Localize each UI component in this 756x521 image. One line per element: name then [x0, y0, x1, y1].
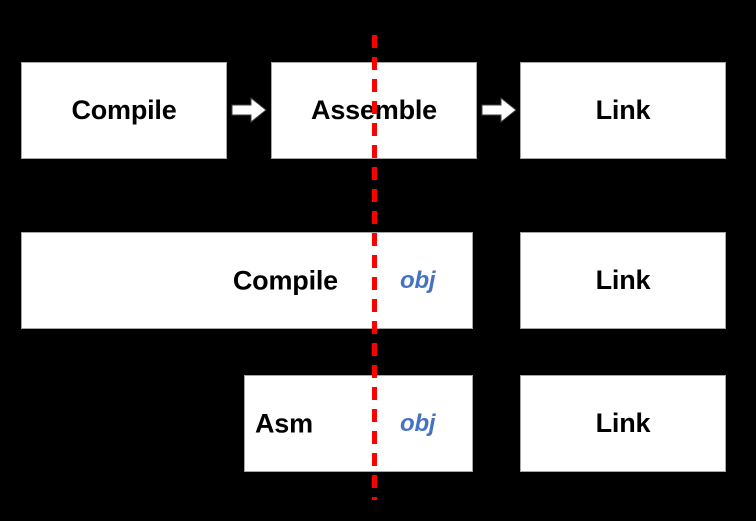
box-label-link-1: Link	[595, 95, 651, 125]
box-compile-to-obj[interactable]: Compile obj	[21, 232, 473, 329]
obj-annotation-label-row2: obj	[400, 266, 436, 294]
right-arrow-icon	[481, 96, 517, 124]
box-label-compile-2: Compile	[232, 265, 338, 295]
box-link-stage-1[interactable]: Link	[520, 62, 726, 159]
box-link-stage-2[interactable]: Link	[520, 232, 726, 329]
box-label-compile-1: Compile	[71, 95, 177, 125]
box-compile-stage-1[interactable]: Compile	[21, 62, 227, 159]
box-label-link-3: Link	[595, 408, 651, 438]
obj-annotation-label-row3: obj	[400, 409, 436, 437]
box-label-link-2: Link	[595, 265, 651, 295]
box-label-asm: Asm	[255, 408, 313, 438]
box-link-stage-3[interactable]: Link	[520, 375, 726, 472]
red-dashed-divider-icon	[372, 35, 377, 500]
box-asm-to-obj[interactable]: Asm obj	[244, 375, 473, 472]
right-arrow-icon	[231, 96, 267, 124]
